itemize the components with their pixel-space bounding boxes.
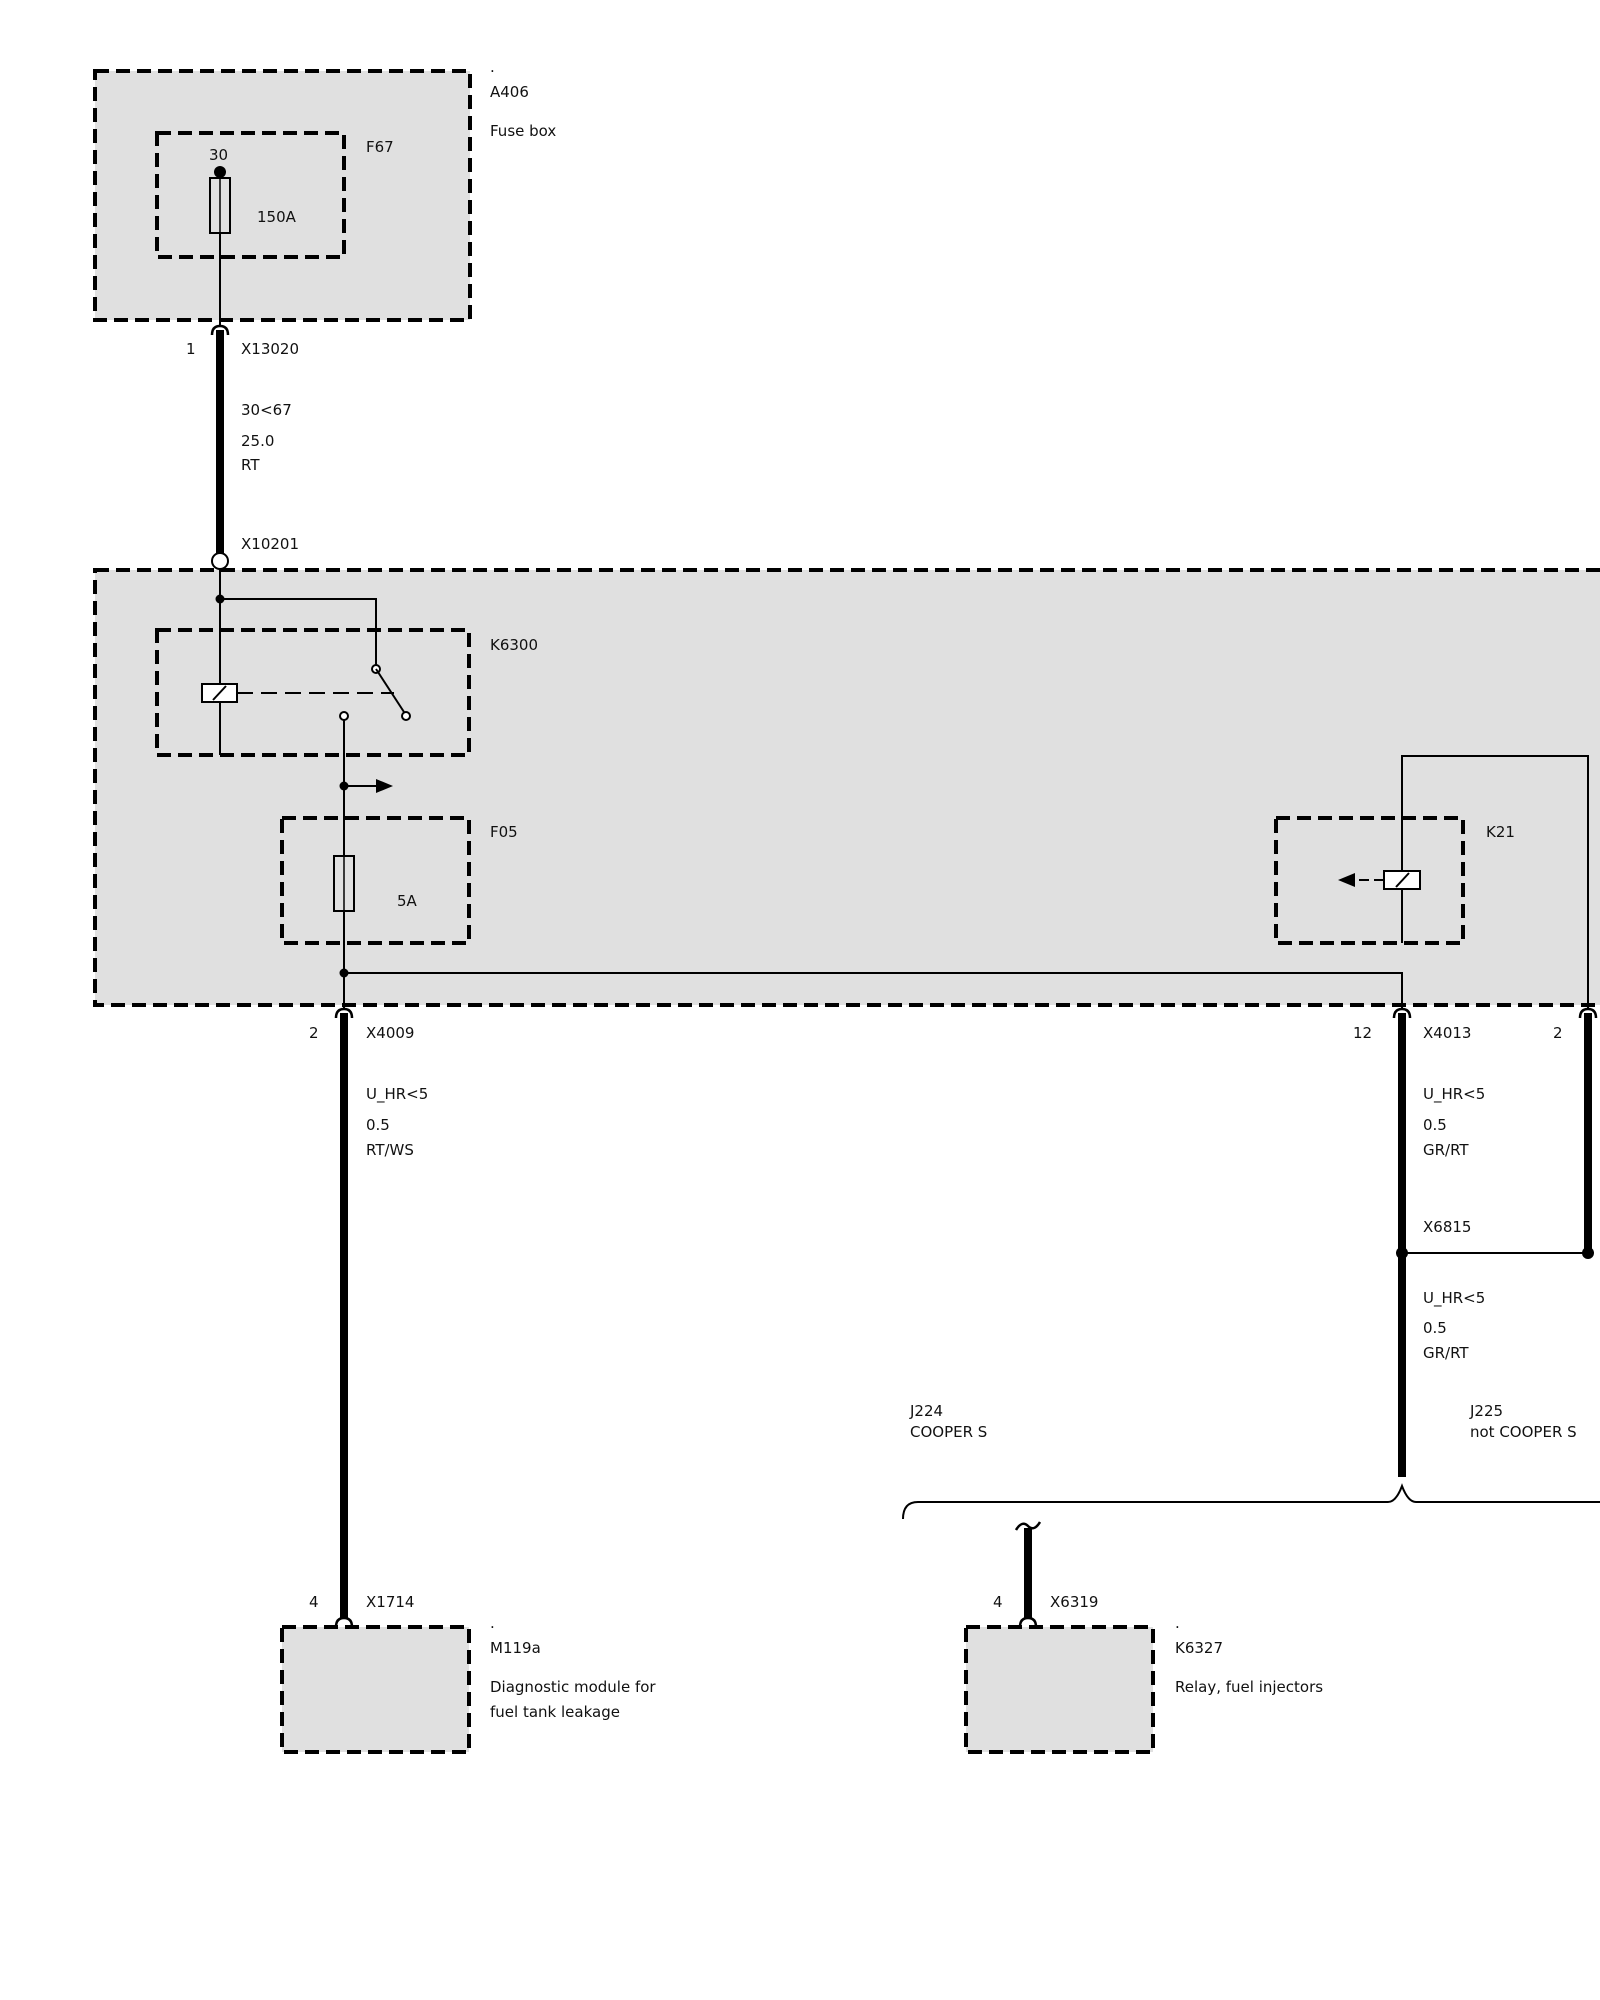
k6327-dot: . bbox=[1175, 1614, 1180, 1632]
main-feed-gauge: 25.0 bbox=[241, 432, 274, 450]
k6327-box bbox=[964, 1625, 1155, 1754]
k6300-switch-blade bbox=[375, 668, 405, 713]
main-feed-color: RT bbox=[241, 456, 260, 474]
m119a-description-line1: Diagnostic module for bbox=[490, 1678, 656, 1696]
right-edge-connector-symbol bbox=[1578, 1007, 1598, 1019]
module-box bbox=[93, 568, 1600, 1007]
x1714-pin: 4 bbox=[309, 1593, 319, 1611]
x6815-splice-right bbox=[1582, 1247, 1594, 1259]
f05-id: F05 bbox=[490, 823, 518, 841]
m119a-wire-gauge: 0.5 bbox=[366, 1116, 390, 1134]
x4013-id: X4013 bbox=[1423, 1024, 1471, 1042]
variant-brace bbox=[902, 1483, 1600, 1520]
k6300-coil-slash bbox=[212, 685, 227, 701]
x4013-pin: 12 bbox=[1353, 1024, 1372, 1042]
m119a-description-line2: fuel tank leakage bbox=[490, 1703, 620, 1721]
a406-fuse-box bbox=[93, 69, 472, 322]
k6327-id: K6327 bbox=[1175, 1639, 1223, 1657]
f05-box bbox=[280, 816, 471, 945]
x6815-wire-signal: U_HR<5 bbox=[1423, 1289, 1485, 1308]
x6815-splice-left bbox=[1396, 1247, 1408, 1259]
k6300-switch-feed-wire bbox=[220, 598, 377, 669]
x4009-connector-symbol bbox=[334, 1007, 354, 1019]
f67-box bbox=[155, 131, 346, 259]
f05-rating: 5A bbox=[397, 892, 418, 910]
a406-dot: . bbox=[490, 58, 495, 76]
x13020-id: X13020 bbox=[241, 340, 299, 358]
k6327-wire-break bbox=[1014, 1521, 1042, 1531]
a406-id: A406 bbox=[490, 83, 529, 101]
k6300-box bbox=[155, 628, 471, 757]
f67-rating: 150A bbox=[257, 208, 297, 226]
x10201-connector-symbol bbox=[211, 552, 229, 570]
j225-id: J225 bbox=[1469, 1402, 1503, 1420]
x4009-id: X4009 bbox=[366, 1024, 414, 1042]
k21-id: K21 bbox=[1486, 823, 1515, 841]
x4013-wire-gauge: 0.5 bbox=[1423, 1116, 1447, 1134]
x4009-pin: 2 bbox=[309, 1024, 319, 1042]
x6815-wire-gauge: 0.5 bbox=[1423, 1319, 1447, 1337]
k6300-id: K6300 bbox=[490, 636, 538, 654]
a406-description: Fuse box bbox=[490, 122, 556, 140]
k6327-description: Relay, fuel injectors bbox=[1175, 1678, 1323, 1696]
k6300-output-terminal bbox=[339, 711, 349, 721]
x4013-wire-signal: U_HR<5 bbox=[1423, 1085, 1485, 1104]
k21-box bbox=[1274, 816, 1465, 945]
m119a-wire-color: RT/WS bbox=[366, 1141, 414, 1159]
x6815-id: X6815 bbox=[1423, 1218, 1471, 1236]
m119a-dot: . bbox=[490, 1614, 495, 1632]
x4013-wire-color: GR/RT bbox=[1423, 1141, 1469, 1159]
x4013-connector-symbol bbox=[1392, 1007, 1412, 1019]
j224-label: COOPER S bbox=[910, 1423, 987, 1441]
x6815-wire-color: GR/RT bbox=[1423, 1344, 1469, 1362]
x1714-connector-symbol bbox=[334, 1616, 354, 1628]
bus-wire bbox=[344, 972, 1403, 1010]
k6300-switch-contact bbox=[401, 711, 411, 721]
k21-coil-wire bbox=[1401, 755, 1589, 1010]
m119a-box bbox=[280, 1625, 471, 1754]
branch-arrow-head bbox=[376, 779, 393, 793]
x6319-connector-symbol bbox=[1018, 1616, 1038, 1628]
k21-arrow-head bbox=[1338, 873, 1355, 887]
x10201-id: X10201 bbox=[241, 535, 299, 553]
m119a-id: M119a bbox=[490, 1639, 541, 1657]
right-edge-pin: 2 bbox=[1553, 1024, 1563, 1042]
j224-id: J224 bbox=[909, 1402, 943, 1420]
f67-id: F67 bbox=[366, 138, 394, 156]
x6319-id: X6319 bbox=[1050, 1593, 1098, 1611]
x6319-pin: 4 bbox=[993, 1593, 1003, 1611]
main-feed-signal: 30<67 bbox=[241, 401, 292, 419]
j225-label: not COOPER S bbox=[1470, 1423, 1577, 1441]
x1714-id: X1714 bbox=[366, 1593, 414, 1611]
k21-coil-slash bbox=[1395, 872, 1410, 888]
x13020-connector-symbol bbox=[210, 324, 230, 336]
x13020-pin: 1 bbox=[186, 340, 196, 358]
m119a-wire-signal: U_HR<5 bbox=[366, 1085, 428, 1104]
f67-terminal: 30 bbox=[209, 146, 228, 164]
